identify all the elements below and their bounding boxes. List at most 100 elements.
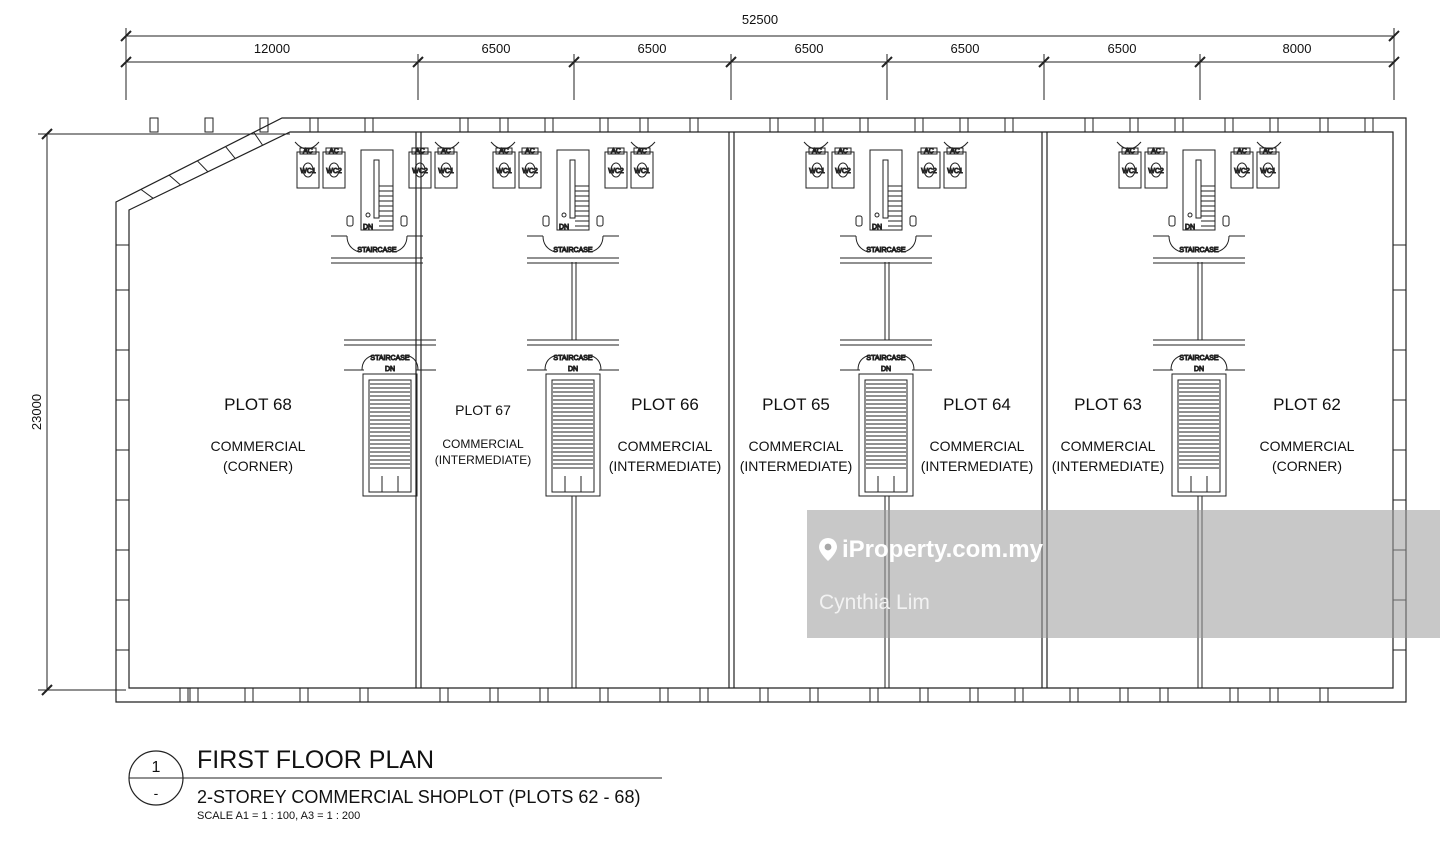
ac-label: AC: [1263, 148, 1273, 155]
door-swing: [405, 354, 419, 371]
window-mark: [253, 131, 264, 146]
window-mark: [1229, 687, 1239, 703]
window-mark: [1129, 117, 1139, 133]
door-swing: [590, 235, 604, 253]
window-mark: [869, 687, 879, 703]
window-mark: [364, 117, 374, 133]
ac-label: AC: [499, 148, 509, 155]
plot-name: PLOT 67: [455, 402, 511, 418]
basin-icon: [1222, 215, 1230, 227]
window-mark: [969, 687, 979, 703]
segment-dimension: 6500: [482, 41, 511, 56]
basin-icon: [400, 215, 408, 227]
basin-icon: [1168, 215, 1176, 227]
window-mark: [689, 117, 699, 133]
plot-type: (CORNER): [223, 458, 293, 474]
wc-label: WC2: [522, 168, 538, 175]
window-mark: [1364, 117, 1374, 133]
ac-ledge: [607, 147, 625, 155]
watermark: iProperty.com.my Cynthia Lim: [807, 510, 1440, 638]
staircase-down-label: DN: [872, 224, 882, 231]
ac-label: AC: [329, 148, 339, 155]
toilet-cubicle: [518, 151, 542, 189]
wc-icon: [302, 162, 314, 178]
plot-labels: PLOT 68 COMMERCIAL (CORNER) PLOT 67 COMM…: [211, 395, 1355, 474]
door-swing: [901, 354, 915, 371]
staircase-label: STAIRCASE: [866, 247, 905, 254]
door-swing: [361, 354, 375, 371]
wc-icon: [328, 162, 340, 178]
drawing-subtitle: 2-STOREY COMMERCIAL SHOPLOT (PLOTS 62 - …: [197, 787, 640, 807]
plot-use: COMMERCIAL: [1260, 438, 1355, 454]
basin-icon: [909, 215, 917, 227]
plot-type: (INTERMEDIATE): [921, 458, 1034, 474]
staircase-label: STAIRCASE: [1179, 355, 1218, 362]
rear-staircase-shaft: [869, 149, 903, 231]
plot-type: (INTERMEDIATE): [609, 458, 722, 474]
basin-icon: [346, 215, 354, 227]
plot-type: (INTERMEDIATE): [435, 453, 531, 467]
window-mark: [1084, 117, 1094, 133]
wc-label: WC1: [496, 168, 512, 175]
window-mark: [489, 687, 499, 703]
window-mark: [544, 117, 554, 133]
staircase-down-label: DN: [568, 366, 578, 373]
wc-icon: [1124, 162, 1136, 178]
ac-ledge: [946, 147, 964, 155]
window-mark: [1159, 687, 1169, 703]
landing-wall: [840, 257, 932, 264]
staircase-inner: [368, 379, 412, 493]
ac-ledge-arc: [943, 141, 969, 150]
ac-label: AC: [303, 148, 313, 155]
watermark-brand: iProperty.com.my: [842, 536, 1044, 563]
window-mark: [1319, 687, 1329, 703]
stair-arrow-dot: [874, 212, 880, 218]
door-swing: [855, 235, 869, 253]
toilet-cubicle: [434, 151, 458, 189]
plot-name: PLOT 66: [631, 395, 699, 414]
window-mark: [299, 687, 309, 703]
ac-ledge-arc: [1256, 141, 1282, 150]
dimension-ticks: [41, 30, 1400, 696]
ac-label: AC: [441, 148, 451, 155]
staircase-down-label: DN: [1194, 366, 1204, 373]
toilet-cubicle: [408, 151, 432, 189]
toilet-cubicle: [1230, 151, 1254, 189]
stair-arrow-dot: [365, 212, 371, 218]
wc-label: WC1: [634, 168, 650, 175]
window-mark: [919, 687, 929, 703]
window-mark: [149, 117, 159, 133]
toilet-cubicle: [492, 151, 516, 189]
window-mark: [359, 687, 369, 703]
wc-icon: [524, 162, 536, 178]
plot-use: COMMERCIAL: [618, 438, 713, 454]
wc-label: WC1: [438, 168, 454, 175]
wc-icon: [949, 162, 961, 178]
toilet-cubicle: [831, 151, 855, 189]
window-mark: [769, 117, 779, 133]
wc-icon: [440, 162, 452, 178]
toilet-cubicle: [630, 151, 654, 189]
staircase-down-label: DN: [559, 224, 569, 231]
toilet-cubicle: [1256, 151, 1280, 189]
stair-handrail: [1195, 159, 1202, 219]
ac-label: AC: [812, 148, 822, 155]
window-mark: [225, 146, 236, 159]
rear-staircase-shaft: [360, 149, 394, 231]
wc-label: WC2: [835, 168, 851, 175]
ac-ledge: [834, 147, 852, 155]
ac-ledge-arc: [803, 141, 829, 150]
landing-wall: [527, 339, 619, 346]
window-mark: [1224, 117, 1234, 133]
wc-label: WC1: [947, 168, 963, 175]
plot-type: (CORNER): [1272, 458, 1342, 474]
stair-handrail: [569, 159, 576, 219]
ac-ledge: [1259, 147, 1277, 155]
front-staircase: STAIRCASE DN: [1153, 339, 1245, 497]
stair-arrow-dot: [1187, 212, 1193, 218]
window-mark: [599, 687, 609, 703]
sheet-reference: -: [154, 785, 159, 801]
staircase-label: STAIRCASE: [866, 355, 905, 362]
